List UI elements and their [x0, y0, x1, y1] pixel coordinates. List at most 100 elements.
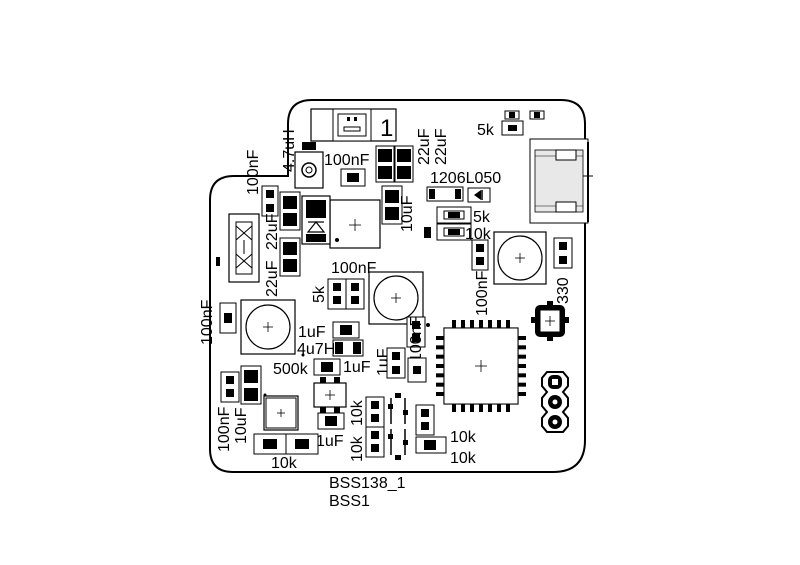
part-bss138-1-label: BSS138_1 — [329, 475, 406, 492]
qfn-pin — [436, 392, 444, 396]
resistor-5k-top — [501, 110, 545, 136]
pin-header-3 — [541, 371, 569, 433]
inductor-4-7uh — [294, 142, 324, 189]
led-left — [240, 299, 296, 355]
inductor-4u7h — [332, 339, 364, 357]
r-500k-label: 500k — [273, 361, 309, 378]
c-100nf-right-label: 100nF — [474, 270, 491, 316]
capacitor-100nf-bottom-left — [220, 371, 240, 403]
c-10uf-mid-label: 10uF — [399, 195, 416, 232]
resistor-5k-left — [327, 278, 347, 310]
fuse-1206l050 — [426, 186, 491, 203]
capacitor-100nf-right — [471, 239, 489, 271]
capacitor-1uf-a — [332, 321, 360, 339]
c-100nf-top-label: 100nF — [324, 152, 370, 169]
qfn-pin — [461, 404, 465, 412]
c-22uf-left-b-label: 22uF — [264, 260, 281, 297]
battery-connector — [310, 108, 397, 142]
resistor-10k-right-b — [415, 436, 447, 454]
qfn-pin — [436, 382, 444, 387]
resistor-5k-mid — [436, 206, 472, 224]
qfn-pin — [452, 320, 456, 328]
capacitor-100nf-top — [340, 168, 366, 187]
board-outline — [209, 99, 586, 473]
c-100nf-left-top-label: 100nF — [245, 149, 262, 195]
c-100nf-left-label: 100nF — [199, 299, 216, 345]
capacitor-100nf-center — [406, 316, 426, 348]
led-right — [493, 231, 547, 285]
resistor-10k-mid — [424, 223, 472, 241]
c-22uf-left-a-label: 22uF — [264, 213, 281, 250]
r-10k-v-b-label: 10k — [349, 435, 366, 462]
c-100nf-mid-label: 100nF — [331, 260, 377, 277]
resistor-500k — [301, 353, 341, 376]
part-bss1-label: BSS1 — [329, 493, 370, 510]
r-5k-top-label: 5k — [477, 122, 495, 139]
qfn-pin — [506, 404, 510, 412]
qfn-pin — [506, 320, 510, 328]
r-10k-bottom-label: 10k — [271, 455, 298, 472]
qfn-pin — [518, 345, 526, 350]
usb-connector — [529, 138, 593, 224]
qfn-pin — [497, 404, 501, 412]
l-4-7uh-label: 4.7uH — [281, 129, 298, 172]
qfn-pin — [479, 320, 483, 328]
c-1uf-bottom-label: 1uF — [316, 433, 344, 450]
qfn-pin — [452, 404, 456, 412]
power-switch — [216, 213, 260, 283]
bss138-transistor-b — [388, 429, 408, 460]
qfn-pin — [436, 345, 444, 350]
part-1206l050-label: 1206L050 — [430, 170, 501, 187]
diode-left — [301, 195, 331, 245]
c-22uf-b-label: 22uF — [433, 128, 450, 165]
resistor-10k-vertical-a — [365, 396, 385, 428]
qfn-microcontroller — [426, 320, 526, 412]
capacitor-1uf-bottom — [317, 412, 345, 430]
qfn-pin — [518, 354, 526, 359]
c-100nf-bottom-left-label: 100nF — [216, 406, 233, 452]
qfn-pin — [470, 320, 474, 328]
resistor-10k-bottom-b — [285, 433, 319, 455]
c-100nf-center-label: 100nF — [408, 316, 425, 362]
qfn-pin — [436, 373, 444, 378]
qfn-pin — [461, 320, 465, 328]
qfn-pin — [518, 382, 526, 387]
capacitor-10uf-mid — [381, 185, 403, 225]
c-22uf-a-label: 22uF — [416, 128, 433, 165]
capacitor-22uf-left-a — [279, 191, 301, 231]
qfn-pin — [518, 364, 526, 368]
capacitor-22uf-left-b — [279, 237, 301, 277]
r-5k-mid-label: 5k — [473, 209, 491, 226]
qfn-pin — [518, 392, 526, 396]
c-1uf-b-label: 1uF — [343, 359, 371, 376]
charger-ic — [263, 393, 299, 431]
qfn-pin — [436, 336, 444, 340]
capacitor-100nf-mid — [345, 278, 365, 310]
qfn-pin — [488, 404, 492, 412]
c-10uf-bottom-left-label: 10uF — [233, 407, 250, 444]
r-5k-left-label: 5k — [311, 285, 328, 303]
qfn-pin — [497, 320, 501, 328]
push-button — [531, 301, 569, 341]
capacitor-10uf-bottom-left — [240, 365, 262, 405]
r-10k-v-a-label: 10k — [349, 399, 366, 426]
r-10k-mid-label: 10k — [465, 226, 492, 243]
capacitor-22uf-top-b — [394, 145, 414, 183]
bss138-transistor-a — [388, 393, 408, 424]
qfn-pin — [470, 404, 474, 412]
qfn-pin — [518, 336, 526, 340]
resistor-10k-right-a — [415, 404, 435, 436]
capacitor-1uf-c — [386, 347, 406, 379]
led-center — [368, 271, 424, 325]
qfn-pin — [436, 354, 444, 359]
sot23-transistor — [313, 377, 347, 413]
qfn-pin — [488, 320, 492, 328]
qfn-pin — [479, 404, 483, 412]
r-330-label: 330 — [555, 277, 572, 304]
pin-one-label: 1 — [380, 115, 393, 142]
qfn-pin — [436, 364, 444, 368]
capacitor-22uf-top-a — [375, 145, 395, 183]
r-10k-right-b-label: 10k — [450, 450, 477, 467]
r-10k-right-a-label: 10k — [450, 429, 477, 446]
